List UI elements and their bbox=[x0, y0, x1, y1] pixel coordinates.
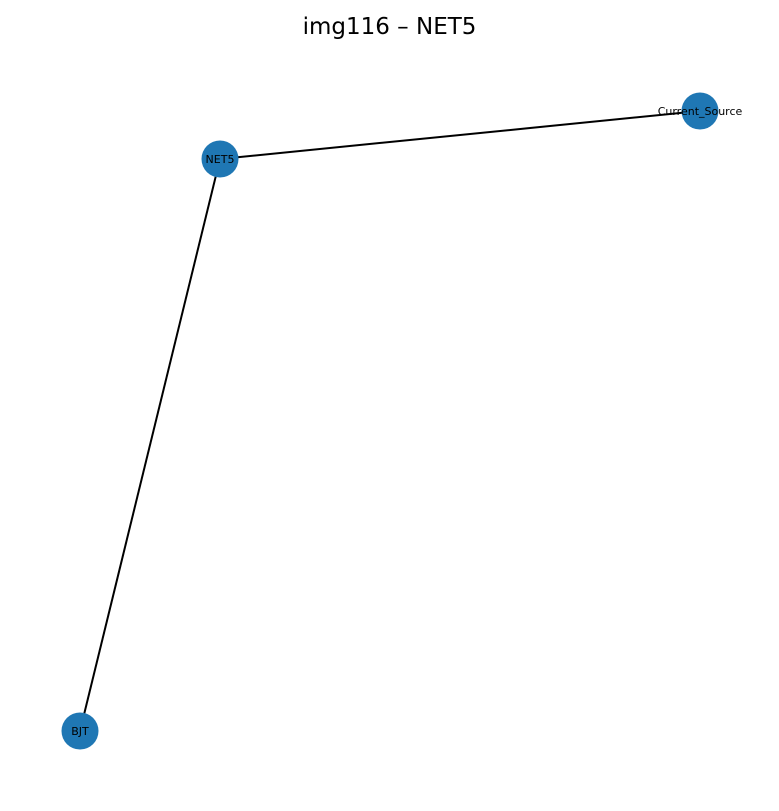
node-label-current-source: Current_Source bbox=[658, 105, 743, 118]
edge-net5-bjt bbox=[79, 158, 221, 732]
edge-net5-current-source bbox=[219, 110, 701, 160]
node-bjt: BJT bbox=[61, 712, 99, 750]
node-circle-net5 bbox=[201, 140, 239, 178]
node-net5: NET5 bbox=[201, 140, 239, 178]
node-current-source: Current_Source bbox=[658, 92, 743, 130]
node-label-net5: NET5 bbox=[206, 153, 235, 166]
graph-title: img116 – NET5 bbox=[303, 14, 477, 40]
node-circle-current-source bbox=[681, 92, 719, 130]
edges-layer bbox=[79, 110, 701, 732]
node-circle-bjt bbox=[61, 712, 99, 750]
node-label-bjt: BJT bbox=[71, 725, 89, 738]
